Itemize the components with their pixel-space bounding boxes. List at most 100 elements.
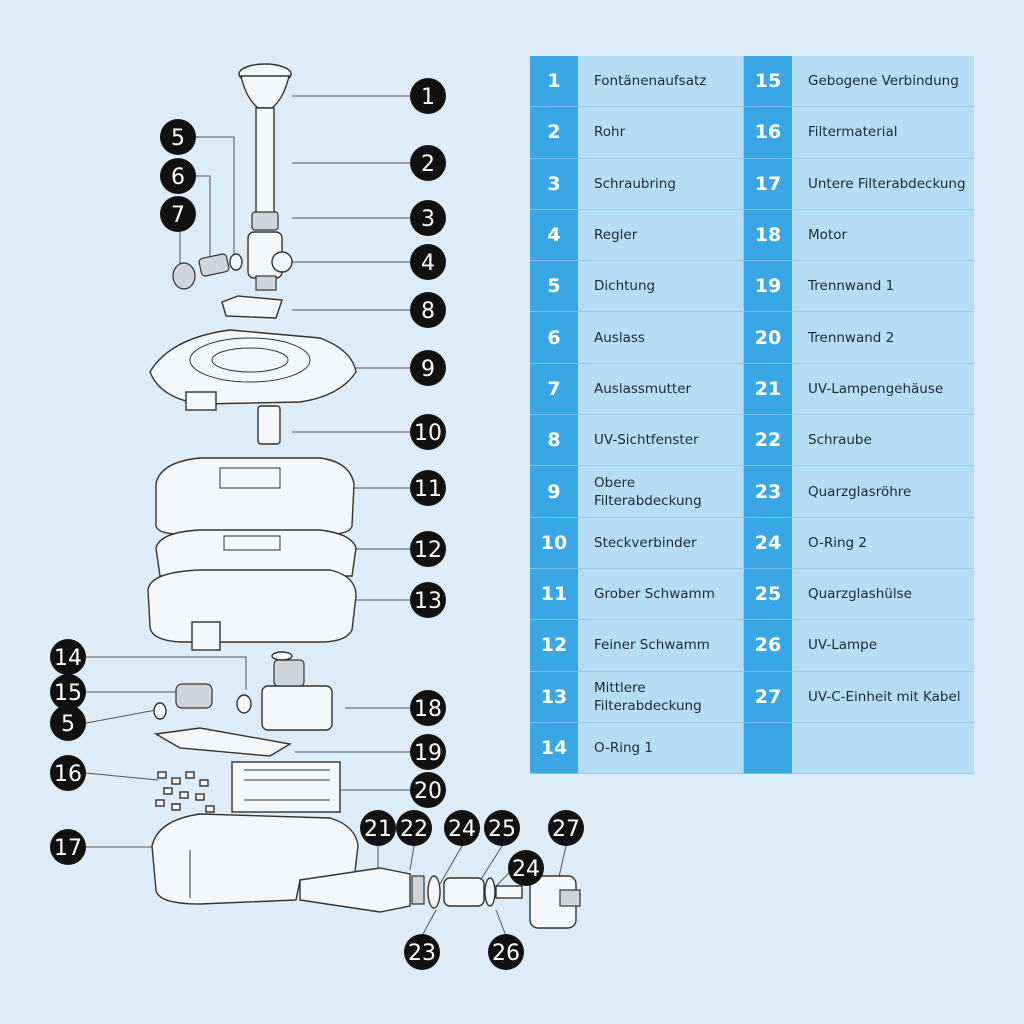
callout-badge: 10 bbox=[410, 414, 446, 450]
callout-badge: 2 bbox=[410, 145, 446, 181]
legend-number: 5 bbox=[530, 261, 578, 313]
legend-label: Schraubring bbox=[578, 158, 744, 210]
legend-label: Untere Filterabdeckung bbox=[792, 158, 974, 210]
legend-label: Obere Filterabdeckung bbox=[578, 466, 744, 518]
legend-number: 1 bbox=[530, 56, 578, 108]
callout-badge: 3 bbox=[410, 200, 446, 236]
legend-number: 8 bbox=[530, 415, 578, 467]
callout-badge: 16 bbox=[50, 755, 86, 791]
legend-label: Schraube bbox=[792, 415, 974, 467]
callout-badge: 14 bbox=[50, 639, 86, 675]
svg-text:19: 19 bbox=[414, 741, 442, 766]
legend-label: Auslassmutter bbox=[578, 363, 744, 416]
svg-text:27: 27 bbox=[552, 817, 580, 842]
svg-text:26: 26 bbox=[492, 941, 520, 966]
legend-label: Dichtung bbox=[578, 261, 744, 313]
filter-material-pellets bbox=[155, 771, 215, 813]
svg-text:24: 24 bbox=[512, 857, 540, 882]
legend-label: O-Ring 2 bbox=[792, 517, 974, 569]
svg-text:4: 4 bbox=[421, 251, 435, 276]
svg-text:1: 1 bbox=[421, 85, 435, 110]
legend-label: Mittlere Filterabdeckung bbox=[578, 671, 744, 723]
legend-label: Gebogene Verbindung bbox=[792, 56, 974, 108]
callout-badge: 21 bbox=[360, 810, 396, 846]
legend-label: Auslass bbox=[578, 312, 744, 364]
legend-number: 18 bbox=[744, 209, 792, 262]
callout-badge: 19 bbox=[410, 734, 446, 770]
svg-text:2: 2 bbox=[421, 152, 435, 177]
svg-text:5: 5 bbox=[61, 712, 75, 737]
legend-number: 7 bbox=[530, 363, 578, 416]
legend-label: Filtermaterial bbox=[792, 107, 974, 159]
legend-number: 16 bbox=[744, 107, 792, 159]
svg-text:21: 21 bbox=[364, 817, 392, 842]
legend-number: 15 bbox=[744, 56, 792, 108]
legend-number: 3 bbox=[530, 158, 578, 210]
callout-badge: 20 bbox=[410, 772, 446, 808]
legend-label: Rohr bbox=[578, 107, 744, 159]
svg-text:20: 20 bbox=[414, 779, 442, 804]
legend-number: 4 bbox=[530, 209, 578, 262]
svg-text:6: 6 bbox=[171, 165, 185, 190]
legend-number bbox=[744, 722, 792, 775]
callout-badge: 25 bbox=[484, 810, 520, 846]
svg-text:9: 9 bbox=[421, 357, 435, 382]
legend-label: Trennwand 1 bbox=[792, 261, 974, 313]
legend-number: 27 bbox=[744, 671, 792, 723]
svg-text:23: 23 bbox=[408, 941, 436, 966]
callout-badge: 18 bbox=[410, 690, 446, 726]
callout-badge: 9 bbox=[410, 350, 446, 386]
callout-badge: 27 bbox=[548, 810, 584, 846]
svg-text:18: 18 bbox=[414, 697, 442, 722]
legend-label: Fontänenaufsatz bbox=[578, 56, 744, 108]
legend-number: 9 bbox=[530, 466, 578, 518]
legend-label: UV-C-Einheit mit Kabel bbox=[792, 671, 974, 723]
svg-text:24: 24 bbox=[448, 817, 476, 842]
callout-badge: 17 bbox=[50, 829, 86, 865]
legend-number: 2 bbox=[530, 107, 578, 159]
callout-badge: 15 bbox=[50, 674, 86, 710]
legend-label: O-Ring 1 bbox=[578, 722, 744, 775]
legend-number: 25 bbox=[744, 568, 792, 621]
legend-label: Quarzglasröhre bbox=[792, 466, 974, 518]
legend-label: Trennwand 2 bbox=[792, 312, 974, 364]
svg-text:16: 16 bbox=[54, 762, 82, 787]
legend-label: Feiner Schwamm bbox=[578, 620, 744, 672]
parts bbox=[147, 63, 581, 929]
legend-label: Grober Schwamm bbox=[578, 568, 744, 621]
legend-number: 12 bbox=[530, 620, 578, 672]
legend-number: 13 bbox=[530, 671, 578, 723]
callout-badge: 12 bbox=[410, 531, 446, 567]
callout-badge: 5 bbox=[160, 119, 196, 155]
legend-label: UV-Lampe bbox=[792, 620, 974, 672]
legend-number: 22 bbox=[744, 415, 792, 467]
svg-text:25: 25 bbox=[488, 817, 516, 842]
legend-label: Steckverbinder bbox=[578, 517, 744, 569]
svg-text:17: 17 bbox=[54, 836, 82, 861]
legend-label: Motor bbox=[792, 209, 974, 262]
svg-text:8: 8 bbox=[421, 299, 435, 324]
callout-badge: 24 bbox=[444, 810, 480, 846]
callout-badge: 7 bbox=[160, 196, 196, 232]
legend-number: 11 bbox=[530, 568, 578, 621]
legend-label: Regler bbox=[578, 209, 744, 262]
callout-badge: 4 bbox=[410, 244, 446, 280]
legend-label: UV-Sichtfenster bbox=[578, 415, 744, 467]
callout-badge: 5 bbox=[50, 705, 86, 741]
callout-badge: 11 bbox=[410, 470, 446, 506]
svg-text:3: 3 bbox=[421, 207, 435, 232]
legend-number: 10 bbox=[530, 517, 578, 569]
callout-badge: 6 bbox=[160, 158, 196, 194]
legend-number: 17 bbox=[744, 158, 792, 210]
callout-badge: 26 bbox=[488, 934, 524, 970]
legend-number: 20 bbox=[744, 312, 792, 364]
legend-number: 14 bbox=[530, 722, 578, 775]
legend-number: 19 bbox=[744, 261, 792, 313]
svg-text:12: 12 bbox=[414, 538, 442, 563]
svg-text:14: 14 bbox=[54, 646, 82, 671]
callout-badge: 13 bbox=[410, 582, 446, 618]
svg-text:13: 13 bbox=[414, 589, 442, 614]
svg-text:5: 5 bbox=[171, 126, 185, 151]
legend-number: 24 bbox=[744, 517, 792, 569]
